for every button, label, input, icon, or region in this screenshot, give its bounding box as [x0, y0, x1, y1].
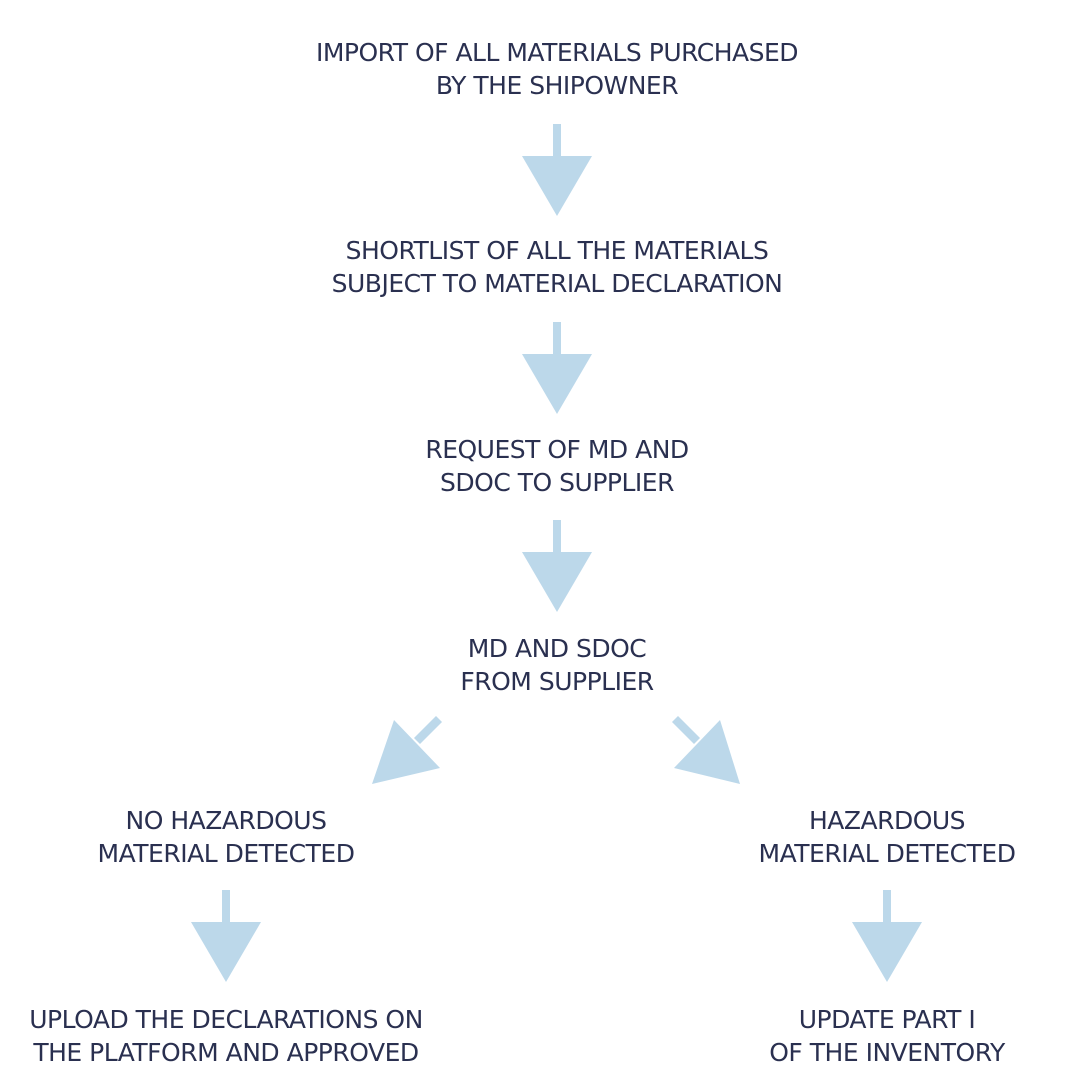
node-no-hazard-line1: NO HAZARDOUS [125, 806, 327, 835]
node-import: IMPORT OF ALL MATERIALS PURCHASED BY THE… [315, 36, 799, 102]
node-request: REQUEST OF MD AND SDOC TO SUPPLIER [425, 433, 689, 499]
arrow-no-hazard-to-upload [191, 890, 261, 982]
arrow-received-to-hazard [672, 716, 740, 784]
node-update-line2: OF THE INVENTORY [769, 1038, 1005, 1067]
node-shortlist-line2: SUBJECT TO MATERIAL DECLARATION [331, 269, 783, 298]
node-hazard: HAZARDOUS MATERIAL DETECTED [759, 804, 1016, 870]
arrow-hazard-to-update [852, 890, 922, 982]
node-received-line1: MD AND SDOC [467, 634, 647, 663]
arrow-shortlist-to-request [522, 322, 592, 414]
node-shortlist: SHORTLIST OF ALL THE MATERIALS SUBJECT T… [332, 234, 783, 300]
node-import-line1: IMPORT OF ALL MATERIALS PURCHASED [315, 38, 799, 67]
arrow-received-to-no-hazard [372, 716, 442, 784]
node-request-line1: REQUEST OF MD AND [425, 435, 689, 464]
node-shortlist-line1: SHORTLIST OF ALL THE MATERIALS [345, 236, 769, 265]
node-update-line1: UPDATE PART I [798, 1005, 976, 1034]
node-hazard-line1: HAZARDOUS [808, 806, 966, 835]
arrow-import-to-shortlist [522, 124, 592, 216]
node-no-hazard-line2: MATERIAL DETECTED [97, 839, 355, 868]
node-received: MD AND SDOC FROM SUPPLIER [460, 632, 654, 698]
node-hazard-line2: MATERIAL DETECTED [758, 839, 1016, 868]
node-upload: UPLOAD THE DECLARATIONS ON THE PLATFORM … [29, 1003, 423, 1069]
node-upload-line1: UPLOAD THE DECLARATIONS ON [29, 1005, 423, 1034]
node-upload-line2: THE PLATFORM AND APPROVED [33, 1038, 419, 1067]
node-request-line2: SDOC TO SUPPLIER [440, 468, 674, 497]
node-import-line2: BY THE SHIPOWNER [435, 71, 679, 100]
node-no-hazard: NO HAZARDOUS MATERIAL DETECTED [98, 804, 355, 870]
node-received-line2: FROM SUPPLIER [460, 667, 654, 696]
arrow-request-to-received [522, 520, 592, 612]
node-update: UPDATE PART I OF THE INVENTORY [769, 1003, 1005, 1069]
